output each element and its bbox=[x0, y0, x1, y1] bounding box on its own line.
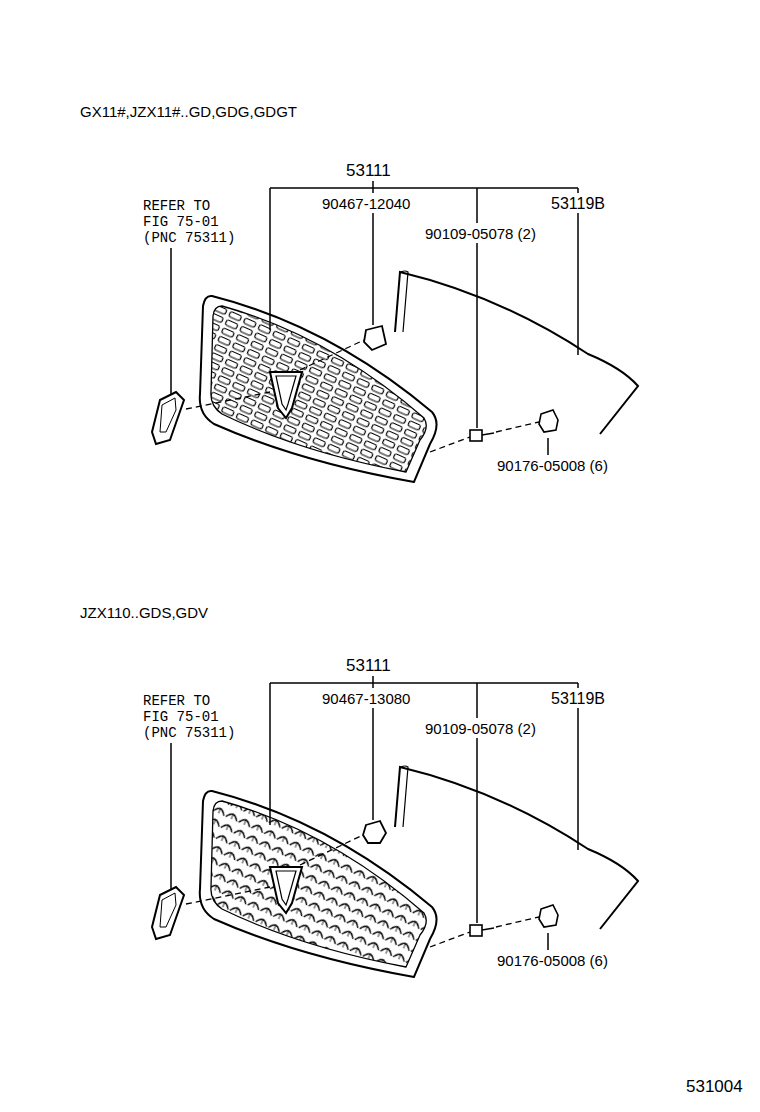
part-number: 90467-12040 bbox=[322, 196, 410, 212]
part-number: 90176-05008 (6) bbox=[497, 953, 608, 969]
model-heading: JZX110..GDS,GDV bbox=[80, 605, 208, 621]
assembly-number: 53111 bbox=[346, 163, 391, 179]
reference-note: REFER TO FIG 75-01 (PNC 75311) bbox=[143, 693, 239, 741]
figure-number: 531004 bbox=[686, 1079, 743, 1095]
part-number: 90467-13080 bbox=[322, 691, 410, 707]
part-number: 53119B bbox=[551, 691, 605, 707]
part-number: 90109-05078 (2) bbox=[425, 226, 536, 242]
reference-note: REFER TO FIG 75-01 (PNC 75311) bbox=[143, 198, 239, 246]
part-number: 53119B bbox=[551, 196, 605, 212]
model-heading: GX11#,JZX11#..GD,GDG,GDGT bbox=[80, 104, 297, 120]
part-number: 90109-05078 (2) bbox=[425, 721, 536, 737]
part-number: 90176-05008 (6) bbox=[497, 458, 608, 474]
assembly-number: 53111 bbox=[346, 658, 391, 674]
